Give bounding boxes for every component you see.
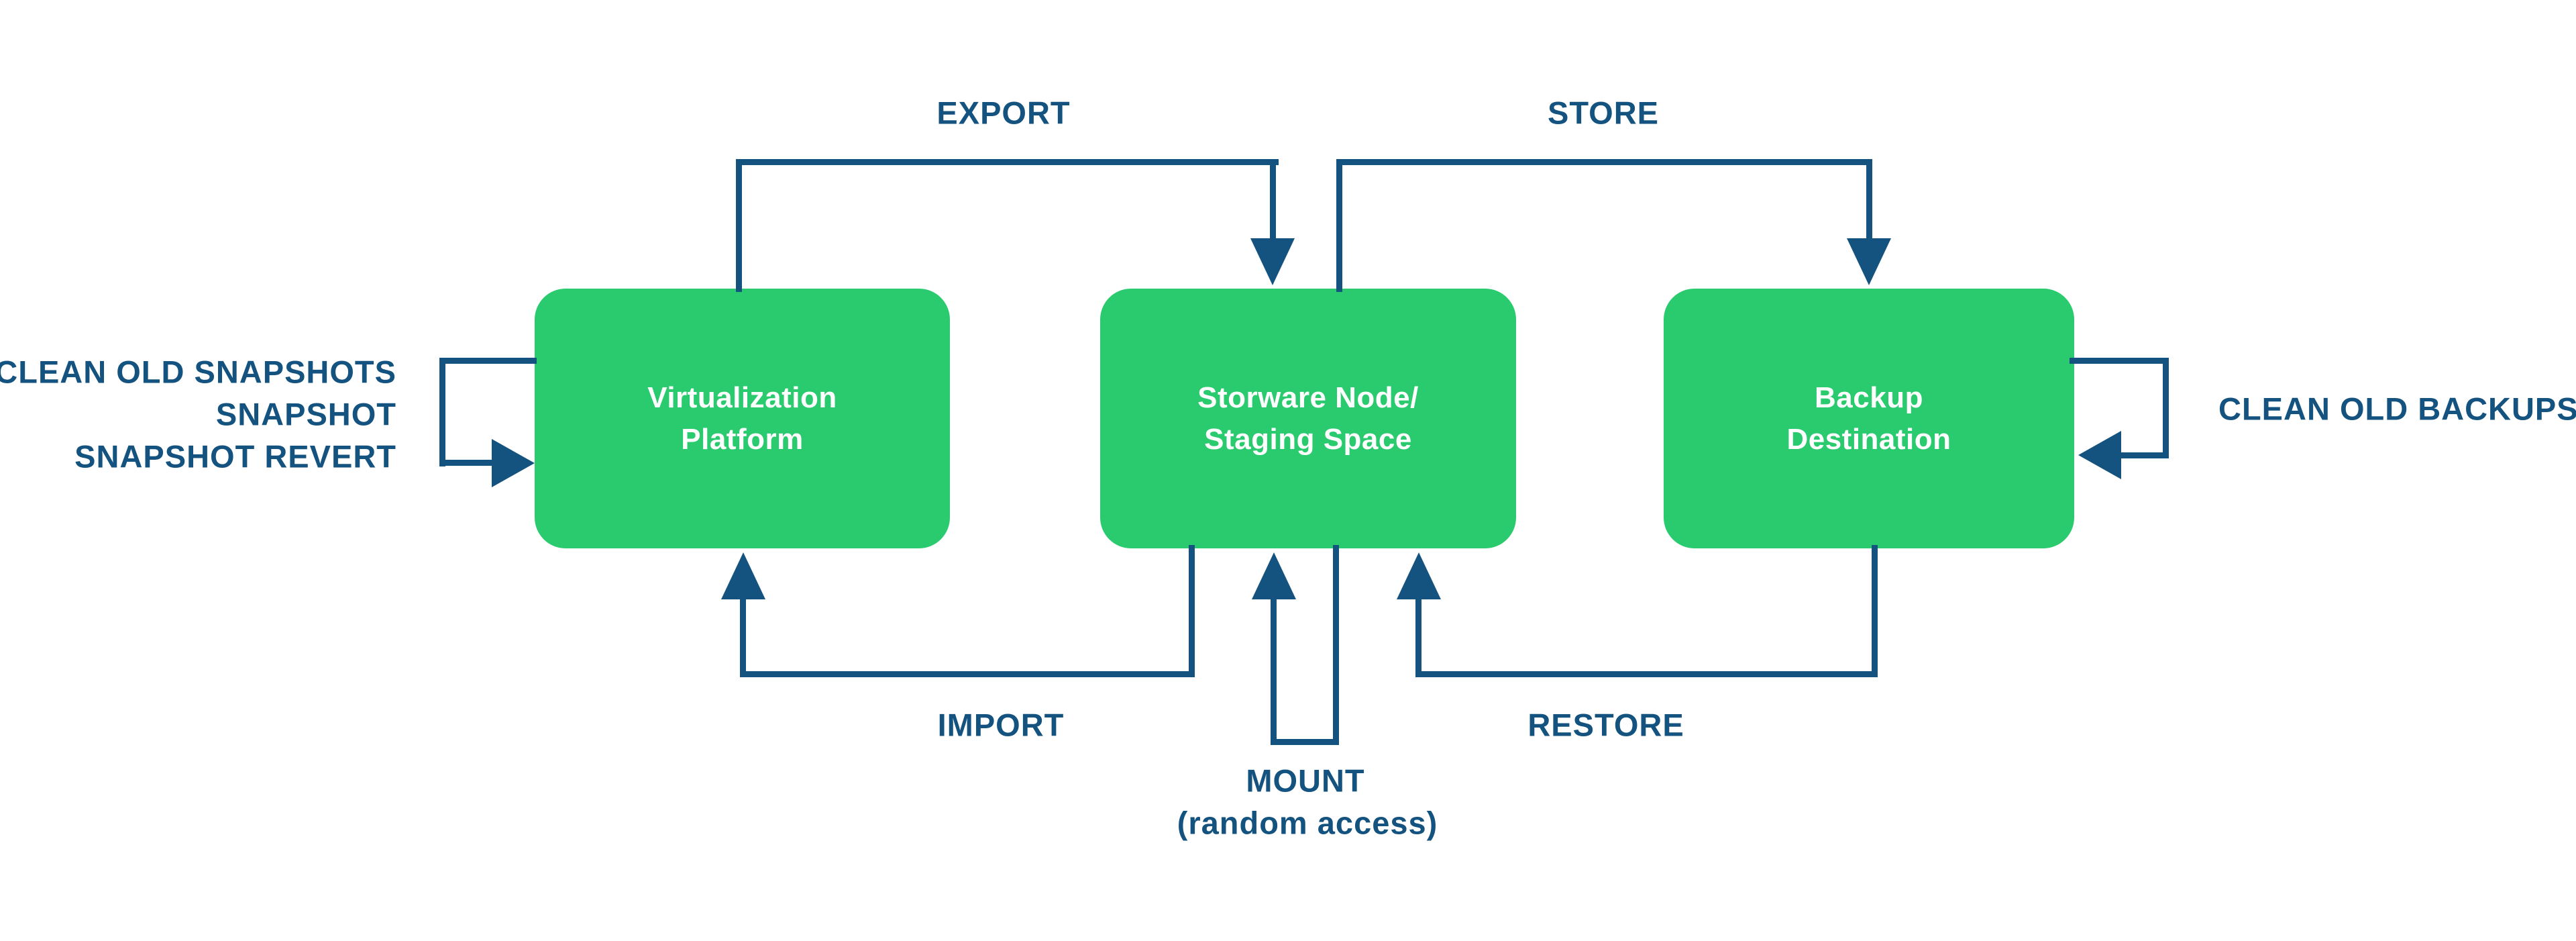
import-arrow-line (740, 671, 1195, 677)
store-label: STORE (1547, 95, 1660, 131)
snapshot-arrowhead-icon (492, 439, 535, 487)
snapshot-operations-labels: CLEAN OLD SNAPSHOTS SNAPSHOT SNAPSHOT RE… (0, 351, 396, 478)
snapshot-label-line: SNAPSHOT REVERT (74, 438, 396, 475)
export-arrow-line (736, 159, 742, 292)
node-label-line: Destination (1786, 422, 1951, 456)
import-arrowhead-icon (721, 552, 765, 599)
restore-arrow-line (1872, 545, 1878, 677)
export-arrow-line (736, 159, 1279, 165)
clean-backups-loop-line (2163, 358, 2169, 458)
node-label-line: Platform (681, 422, 804, 456)
clean-backups-loop-line (2121, 452, 2169, 458)
mount-sublabel: (random access) (1177, 805, 1438, 841)
node-label-line: Storware Node/ (1197, 381, 1419, 414)
store-arrow-line (1866, 159, 1872, 242)
export-arrow-line (1270, 159, 1276, 242)
snapshot-loop-line (439, 358, 445, 466)
snapshot-loop-line (439, 460, 493, 466)
clean-old-backups-label: CLEAN OLD BACKUPS (2218, 391, 2576, 427)
node-label-line: Backup (1815, 381, 1923, 414)
snapshot-label-line: SNAPSHOT (215, 396, 396, 432)
clean-backups-arrowhead-icon (2078, 431, 2121, 479)
export-label: EXPORT (936, 95, 1071, 131)
export-arrowhead-icon (1250, 238, 1295, 285)
mount-loop-line (1271, 599, 1277, 745)
store-arrow-line (1336, 159, 1342, 292)
restore-arrow-line (1415, 599, 1421, 675)
restore-arrow-line (1415, 671, 1878, 677)
store-arrow-line (1336, 159, 1872, 165)
node-label-line: Staging Space (1204, 422, 1412, 456)
snapshot-loop-line (439, 358, 537, 364)
mount-label: MOUNT (1246, 762, 1365, 799)
node-backup-destination: Backup Destination (1664, 289, 2074, 548)
node-virtualization-platform: Virtualization Platform (535, 289, 950, 548)
snapshot-label-line: CLEAN OLD SNAPSHOTS (0, 354, 396, 390)
restore-arrowhead-icon (1397, 552, 1441, 599)
node-label-line: Virtualization (647, 381, 837, 414)
node-storware-node-staging-space: Storware Node/ Staging Space (1100, 289, 1516, 548)
import-arrow-line (740, 599, 746, 675)
import-arrow-line (1189, 545, 1195, 677)
mount-loop-line (1333, 545, 1339, 745)
import-label: IMPORT (937, 707, 1065, 743)
store-arrowhead-icon (1847, 238, 1891, 285)
clean-backups-loop-line (2070, 358, 2169, 364)
mount-arrowhead-icon (1252, 552, 1296, 599)
restore-label: RESTORE (1527, 707, 1684, 743)
mount-loop-line (1271, 739, 1339, 745)
